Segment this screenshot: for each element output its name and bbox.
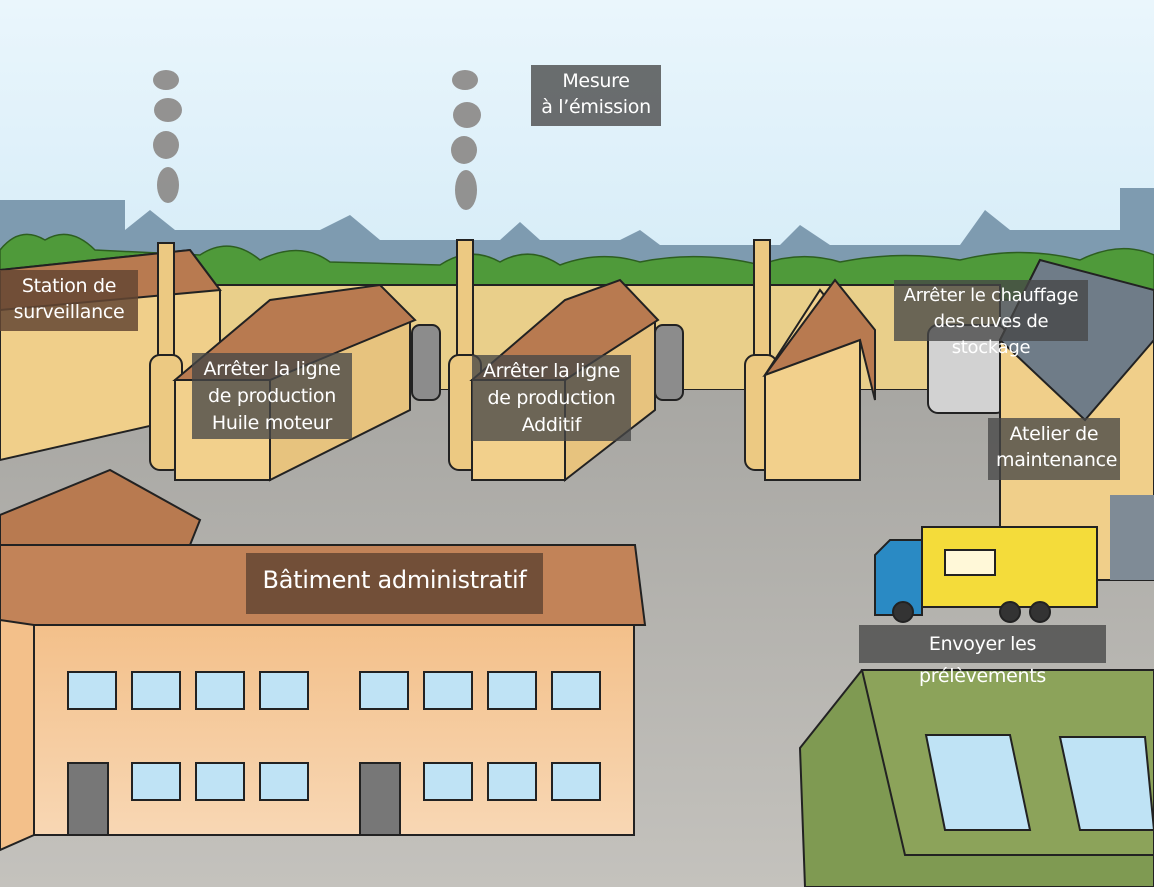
label-line: Atelier de (1009, 423, 1099, 445)
hotspot-maintenance-workshop[interactable]: Atelier de maintenance (988, 418, 1120, 480)
hotspot-stop-additive-line[interactable]: Arrêter la ligne de production Additif (472, 355, 631, 441)
label-line: à l’émission (541, 96, 651, 118)
label-line: Huile moteur (211, 412, 333, 434)
trees (0, 233, 1154, 301)
label-line: Additif (521, 414, 582, 436)
label-line: de production (487, 387, 616, 409)
delivery-truck (874, 526, 1098, 623)
hotspot-stop-oil-line[interactable]: Arrêter la ligne de production Huile mot… (192, 353, 352, 439)
hotspot-emission-measurement[interactable]: Mesure à l’émission (531, 65, 661, 126)
label-line: Mesure (562, 70, 630, 92)
label-line: surveillance (13, 301, 125, 323)
hotspot-send-samples[interactable]: Envoyer les prélèvements (859, 625, 1106, 687)
label-line: des cuves de stockage (933, 311, 1049, 358)
label-line: de production (208, 385, 336, 407)
hotspot-admin-building[interactable]: Bâtiment administratif (246, 553, 543, 614)
label-line: Arrêter le chauffage (903, 285, 1079, 306)
label-line: Arrêter la ligne (203, 358, 341, 380)
label-line: Envoyer les prélèvements (918, 633, 1047, 687)
hotspot-stop-tank-heating[interactable]: Arrêter le chauffage des cuves de stocka… (894, 280, 1088, 358)
hotspot-monitoring-station[interactable]: Station de surveillance (0, 270, 138, 331)
label-line: Bâtiment administratif (262, 566, 527, 594)
label-line: Arrêter la ligne (482, 360, 621, 382)
label-line: maintenance (996, 449, 1118, 471)
label-line: Station de (21, 275, 117, 297)
